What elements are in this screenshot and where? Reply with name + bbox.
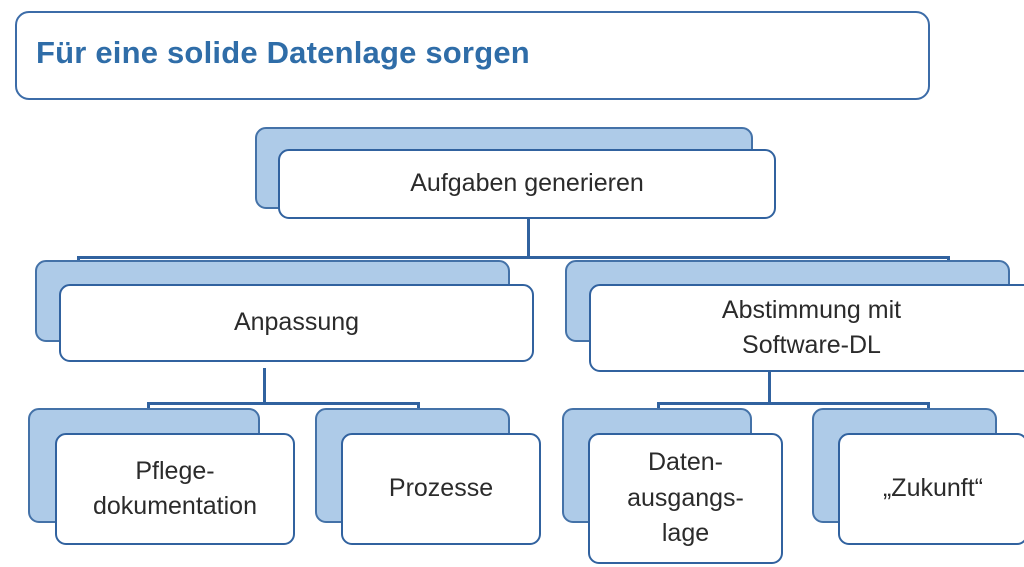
node-face: Anpassung	[59, 284, 534, 362]
connector-root-stem	[527, 218, 530, 258]
node-face: Abstimmung mit Software-DL	[589, 284, 1024, 372]
node-face: Daten- ausgangs- lage	[588, 433, 783, 564]
node-label: Aufgaben generieren	[410, 169, 644, 198]
node-label: Daten- ausgangs- lage	[627, 448, 744, 548]
connector-left-bus	[147, 402, 419, 405]
connector-root-bus	[77, 256, 949, 259]
node-abstimmung-software-dl[interactable]: Abstimmung mit Software-DL	[565, 260, 1024, 372]
node-face: Aufgaben generieren	[278, 149, 776, 219]
node-label: Abstimmung mit Software-DL	[721, 295, 902, 360]
node-face: „Zukunft“	[838, 433, 1024, 545]
node-face: Prozesse	[341, 433, 541, 545]
node-datenausgangslage[interactable]: Daten- ausgangs- lage	[562, 408, 783, 564]
page-title: Für eine solide Datenlage sorgen	[36, 35, 530, 70]
node-label: „Zukunft“	[882, 474, 984, 503]
node-label: Anpassung	[233, 308, 360, 337]
connector-right-bus	[657, 402, 929, 405]
page-title-box: Für eine solide Datenlage sorgen	[15, 11, 930, 100]
node-face: Pflege- dokumentation	[55, 433, 295, 545]
node-prozesse[interactable]: Prozesse	[315, 408, 541, 545]
node-zukunft[interactable]: „Zukunft“	[812, 408, 1024, 545]
connector-right-stem	[768, 368, 771, 404]
node-anpassung[interactable]: Anpassung	[35, 260, 534, 362]
connector-left-stem	[263, 368, 266, 404]
node-label: Prozesse	[388, 474, 494, 503]
node-aufgaben-generieren[interactable]: Aufgaben generieren	[255, 127, 776, 219]
node-label: Pflege- dokumentation	[92, 456, 257, 521]
node-pflegedokumentation[interactable]: Pflege- dokumentation	[28, 408, 295, 545]
